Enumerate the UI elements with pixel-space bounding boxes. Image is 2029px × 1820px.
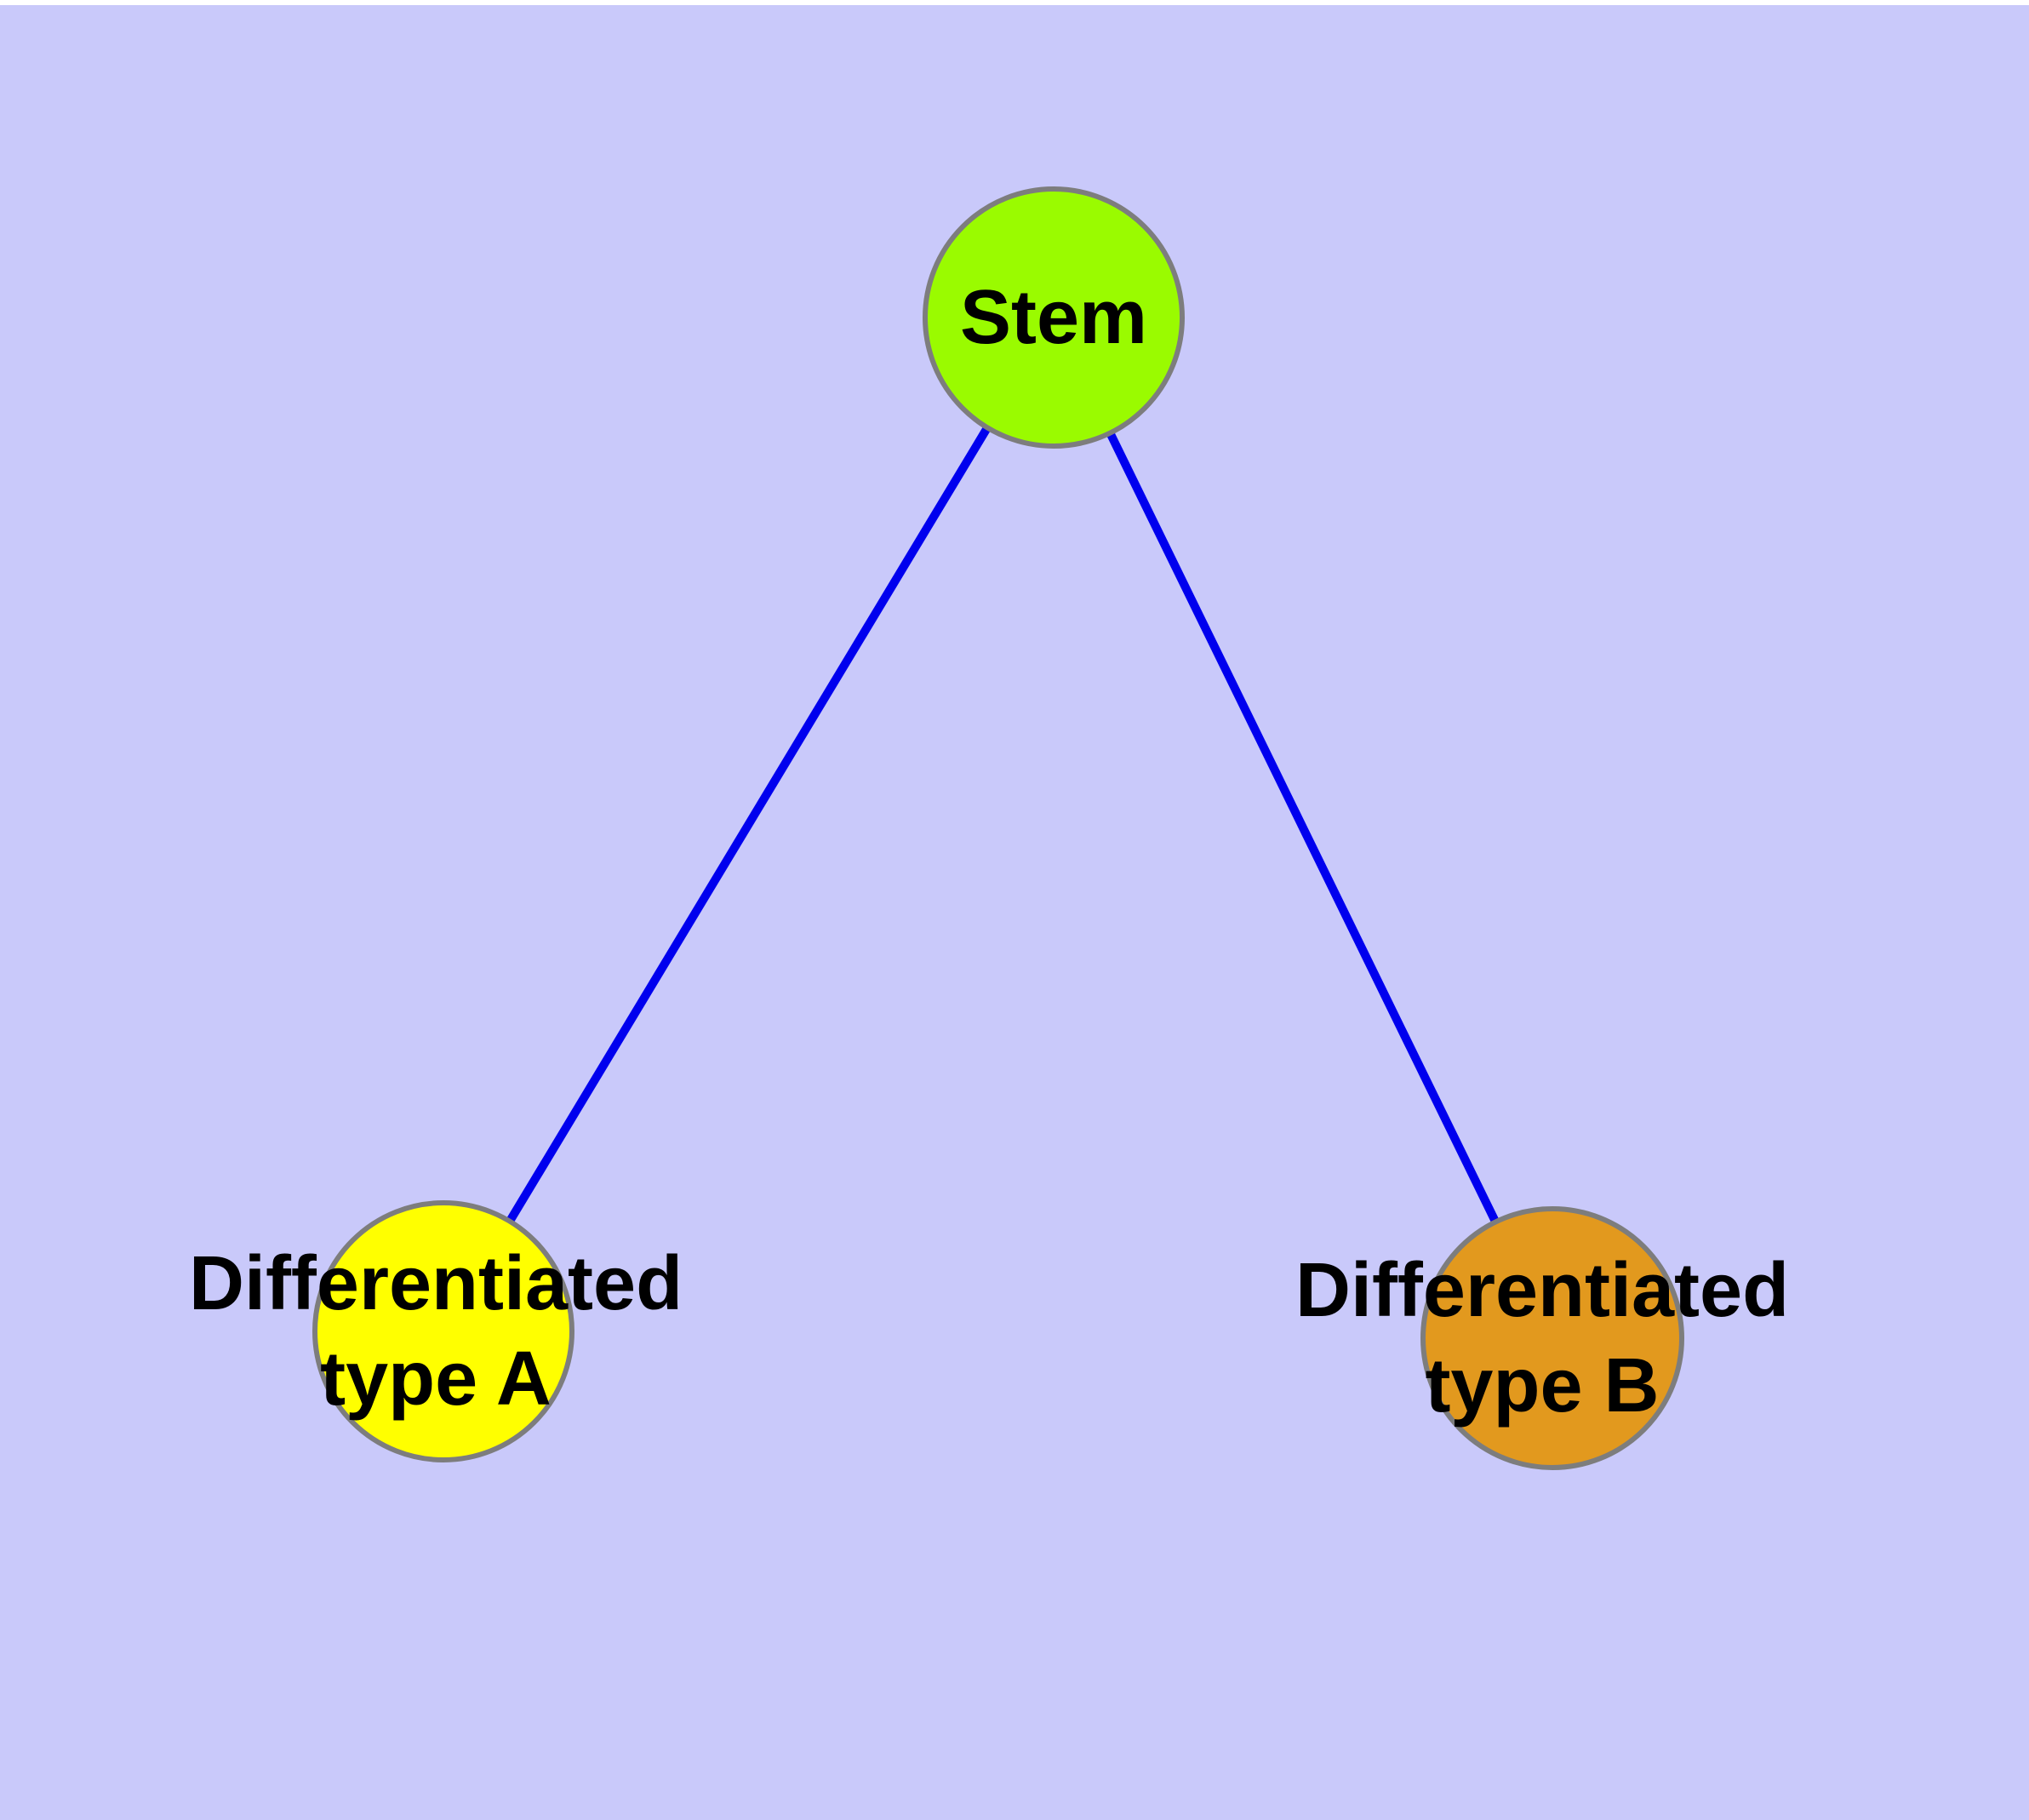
type-a-node-circle — [312, 1200, 574, 1462]
type-a-label-line1: Differentiated — [188, 1241, 683, 1326]
type-b-node-label: Differentiated type B — [1295, 1243, 1789, 1434]
type-a-node-label: Differentiated type A — [189, 1236, 683, 1427]
type-a-label-line2: type A — [320, 1336, 552, 1422]
edge-stem-to-type-b — [1049, 315, 1557, 1341]
type-b-label-line1: Differentiated — [1295, 1248, 1790, 1333]
stem-node-label: Stem — [959, 275, 1148, 360]
edge-stem-to-type-a — [439, 315, 1058, 1334]
type-b-label-line2: type B — [1425, 1343, 1660, 1428]
stem-node-circle — [923, 186, 1185, 449]
type-b-node-circle — [1420, 1206, 1684, 1470]
